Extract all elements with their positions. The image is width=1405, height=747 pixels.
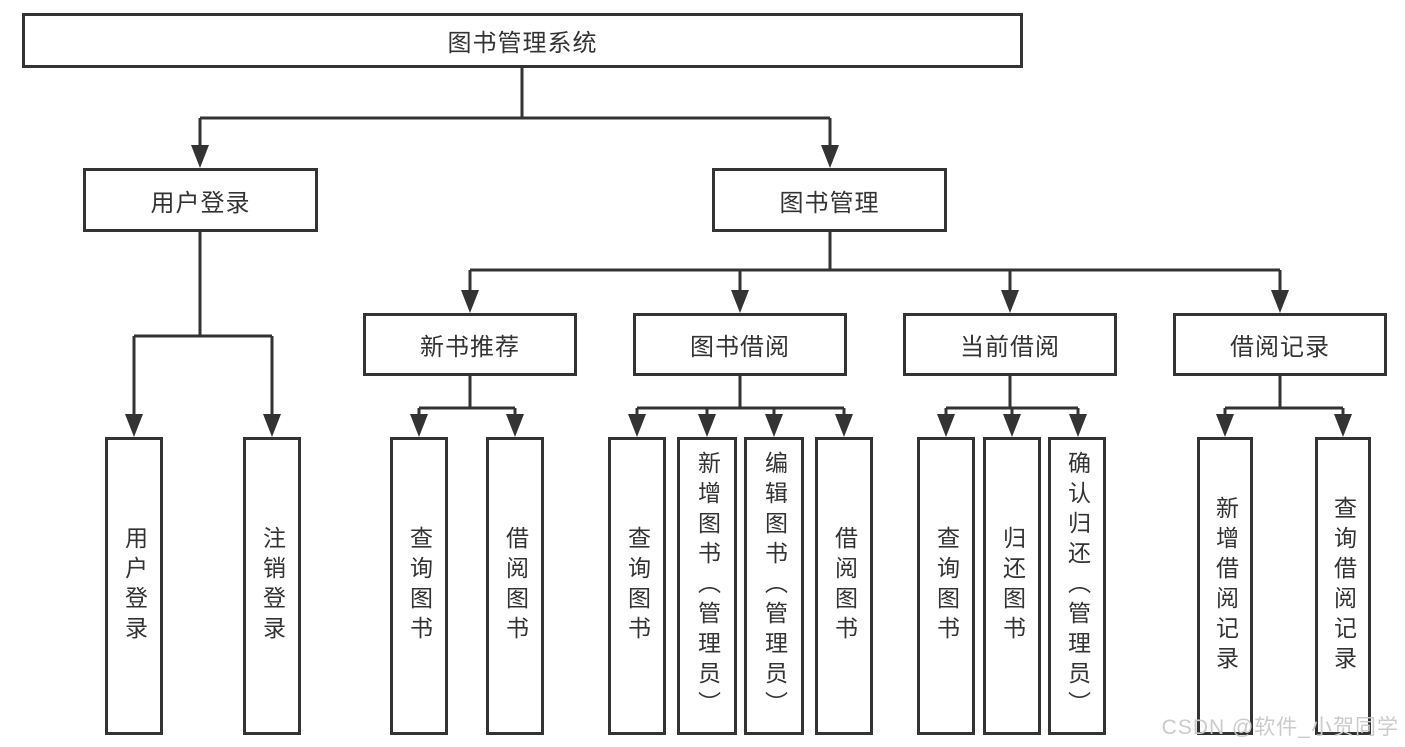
- leaf-return-books: 归还图书: [983, 437, 1041, 735]
- leaf-add-book-admin: 新增图书（管理员）: [677, 437, 737, 735]
- node-book-borrow: 图书借阅: [633, 313, 847, 376]
- leaf-add-borrow-record: 新增借阅记录: [1197, 437, 1253, 735]
- node-new-book-recommend: 新书推荐: [363, 313, 577, 376]
- leaf-logout-login: 注销登录: [243, 437, 301, 735]
- leaf-query-books-recommend: 查询图书: [390, 437, 448, 735]
- leaf-query-books-current: 查询图书: [917, 437, 975, 735]
- leaf-edit-book-admin: 编辑图书（管理员）: [744, 437, 804, 735]
- leaf-user-login: 用户登录: [105, 437, 163, 735]
- leaf-confirm-return-admin: 确认归还（管理员）: [1048, 437, 1106, 735]
- leaf-query-borrow-record: 查询借阅记录: [1315, 437, 1371, 735]
- leaf-query-books-borrow: 查询图书: [608, 437, 666, 735]
- node-user-login: 用户登录: [83, 168, 318, 232]
- node-borrow-record: 借阅记录: [1173, 313, 1387, 376]
- node-root-system: 图书管理系统: [22, 13, 1023, 68]
- node-book-management: 图书管理: [712, 168, 947, 232]
- leaf-borrow-books-recommend: 借阅图书: [486, 437, 544, 735]
- leaf-borrow-books: 借阅图书: [815, 437, 873, 735]
- csdn-watermark: CSDN @软件_小贺同学: [1161, 716, 1399, 739]
- node-current-borrow: 当前借阅: [903, 313, 1117, 376]
